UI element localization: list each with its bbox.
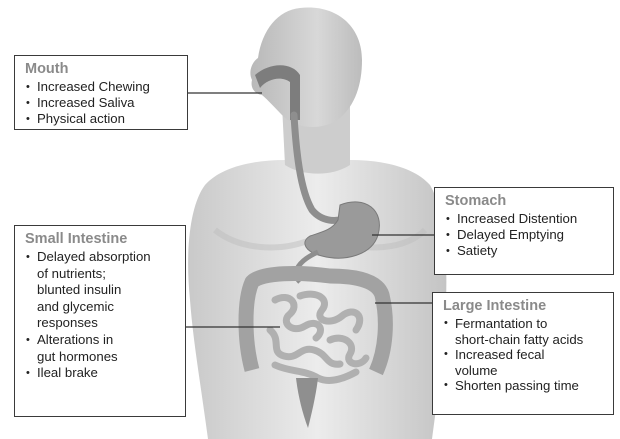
stomach-box: Stomach Increased Distention Delayed Emp…	[434, 187, 614, 275]
stomach-item: Increased Distention	[445, 211, 605, 227]
mouth-item: Physical action	[25, 111, 179, 127]
head-silhouette	[250, 8, 362, 127]
large-intestine-box: Large Intestine Fermantation to short-ch…	[432, 292, 614, 415]
stomach-list: Increased Distention Delayed Emptying Sa…	[445, 211, 605, 260]
large-intestine-item: Increased fecal volume	[443, 347, 605, 378]
stomach-title: Stomach	[445, 192, 605, 210]
mouth-item: Increased Saliva	[25, 95, 179, 111]
large-intestine-list: Fermantation to short-chain fatty acids …	[443, 316, 605, 394]
mouth-title: Mouth	[25, 60, 179, 78]
large-intestine-item: Fermantation to short-chain fatty acids	[443, 316, 605, 347]
mouth-box: Mouth Increased Chewing Increased Saliva…	[14, 55, 188, 130]
large-intestine-title: Large Intestine	[443, 297, 605, 315]
mouth-list: Increased Chewing Increased Saliva Physi…	[25, 79, 179, 128]
large-intestine-item: Shorten passing time	[443, 378, 605, 394]
small-intestine-box: Small Intestine Delayed absorption of nu…	[14, 225, 186, 417]
stomach-item: Delayed Emptying	[445, 227, 605, 243]
small-intestine-item: Alterations in gut hormones	[25, 332, 177, 365]
mouth-item: Increased Chewing	[25, 79, 179, 95]
small-intestine-list: Delayed absorption of nutrients; blunted…	[25, 249, 177, 382]
torso-silhouette	[188, 160, 446, 439]
small-intestine-title: Small Intestine	[25, 230, 177, 248]
small-intestine-item: Ileal brake	[25, 365, 177, 382]
stomach-item: Satiety	[445, 243, 605, 259]
small-intestine-item: Delayed absorption of nutrients; blunted…	[25, 249, 177, 332]
